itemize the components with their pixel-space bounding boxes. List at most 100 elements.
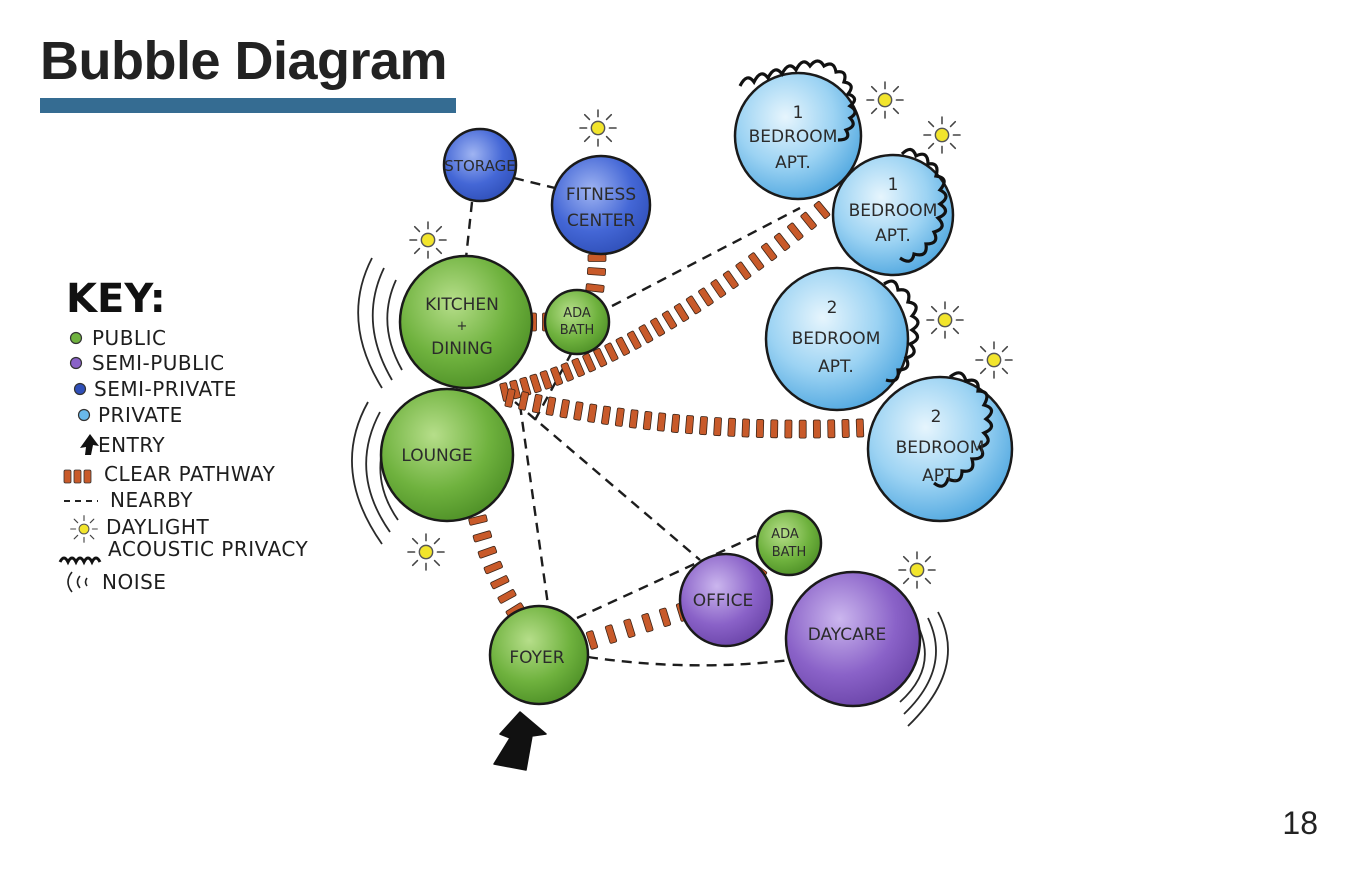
pathway-hatch — [586, 267, 607, 276]
sun-icon — [409, 221, 447, 259]
pathway-hatch — [685, 295, 702, 315]
bubble-label: BATH — [772, 545, 807, 560]
pathway-hatch — [748, 252, 765, 271]
sun-icon — [579, 109, 617, 147]
noise-waves-icon — [67, 571, 88, 593]
bubble-label: FOYER — [509, 648, 564, 668]
pathway-hatch — [658, 607, 672, 627]
bubble-label: BEDROOM — [849, 201, 938, 221]
legend-label: ENTRY — [98, 433, 165, 457]
legend-label: PRIVATE — [98, 403, 183, 427]
daycare-noise-icon — [899, 611, 949, 727]
bubble-1-bedroom-apt-b: 1 BEDROOM APT. — [831, 147, 955, 277]
bubble-label: DAYCARE — [808, 625, 887, 645]
bubble-foyer: FOYER — [488, 604, 590, 706]
pathway-hatch — [627, 330, 642, 350]
nearby-line — [513, 176, 556, 190]
pathway-hatch — [761, 242, 778, 261]
bubble-label: OFFICE — [693, 591, 754, 611]
bubble-label: STORAGE — [444, 157, 515, 175]
pathway-hatch — [604, 624, 618, 644]
purple-dot-icon — [69, 356, 83, 370]
bubble-label: 1 — [888, 175, 899, 195]
bubble-2-bedroom-apt-b: 2 BEDROOM APT. — [866, 371, 1014, 523]
pathway-hatch — [787, 222, 804, 241]
pathway-hatch — [784, 419, 793, 439]
legend-label: NOISE — [102, 570, 166, 594]
pathway-hatch — [531, 393, 543, 414]
title-underline-bar — [40, 98, 456, 113]
bubble-1-bedroom-apt-a: 1 BEDROOM APT. — [733, 59, 863, 201]
bubble-label: ADA — [563, 306, 591, 321]
pathway-hatch — [735, 261, 752, 280]
pathway-hatch — [656, 412, 667, 432]
pathway-hatch — [539, 370, 553, 390]
pathway-hatch — [741, 418, 750, 438]
bubble-label: ADA — [771, 527, 799, 542]
bubble-office: OFFICE — [678, 552, 774, 648]
pathway-hatch — [497, 589, 517, 604]
pathway-hatch — [710, 279, 727, 298]
nearby-connections — [464, 176, 801, 667]
pathway-hatch — [571, 357, 585, 378]
bubble-label: KITCHEN — [425, 295, 499, 315]
pathway-hatch — [800, 211, 817, 230]
pathway-hatch — [628, 409, 639, 429]
pathway-hatch — [650, 317, 666, 337]
bubble-label: BEDROOM — [792, 329, 881, 349]
bubble-ada-bath-top: ADA BATH — [543, 288, 611, 356]
sun-icon — [923, 116, 961, 154]
bubble-label: DINING — [431, 339, 493, 359]
pathway-hatch — [841, 419, 850, 438]
pathway-hatch — [560, 362, 574, 382]
pathway-hatch — [713, 417, 722, 437]
pathway-hatch — [468, 514, 488, 526]
pathway-hatch — [545, 396, 557, 416]
nearby-line — [611, 206, 801, 308]
bubble-label: FITNESS — [566, 185, 636, 205]
bubble-label: APT. — [875, 226, 911, 246]
pathway-hatch — [855, 418, 865, 438]
bubble-label: BEDROOM — [896, 438, 985, 458]
pathway-hatch — [529, 373, 542, 394]
pathway-hatch — [472, 530, 493, 543]
pathway-hatch — [755, 419, 765, 438]
squiggle-icon — [58, 556, 102, 566]
kitchen-noise-icon — [357, 257, 403, 389]
pathway-hatch — [504, 388, 516, 408]
bubble-2-bedroom-apt-a: 2 BEDROOM APT. — [764, 266, 920, 412]
pathway-hatch — [722, 270, 739, 289]
bubble-lounge: LOUNGE — [379, 387, 515, 523]
bubble-label: BATH — [560, 323, 595, 338]
pathway-hatch — [604, 342, 619, 362]
bubble-label: BEDROOM — [749, 127, 838, 147]
bubble-label: APT. — [922, 466, 958, 486]
bubble-label: 2 — [827, 298, 838, 318]
nearby-line — [514, 401, 701, 561]
pathway-hatch — [770, 419, 779, 439]
legend-label: SEMI-PRIVATE — [94, 377, 237, 401]
pathway-hatch — [559, 399, 570, 419]
legend-label: PUBLIC — [92, 326, 166, 350]
nearby-line — [533, 351, 574, 421]
legend-label: DAYLIGHT — [106, 515, 209, 539]
legend-label: SEMI-PUBLIC — [92, 351, 225, 375]
pathway-hatch — [727, 417, 736, 437]
bubble-daycare: DAYCARE — [784, 570, 922, 708]
pathway-hatch — [573, 401, 584, 421]
sun-icon — [975, 341, 1013, 379]
bubble-label: + — [457, 319, 468, 334]
pathway-hatch — [587, 254, 607, 262]
clear-pathways — [468, 201, 865, 650]
bubble-label: 1 — [793, 103, 804, 123]
pathway-hatch — [518, 391, 529, 411]
pathway-hatch — [638, 324, 654, 344]
bubble-label: APT. — [818, 357, 854, 377]
sun-icon — [866, 81, 904, 119]
legend-label: NEARBY — [110, 488, 193, 512]
pathway-hatch — [601, 405, 611, 425]
pathway-hatch — [615, 336, 630, 356]
sun-icon — [407, 533, 445, 571]
pathway-hatch — [587, 403, 598, 423]
